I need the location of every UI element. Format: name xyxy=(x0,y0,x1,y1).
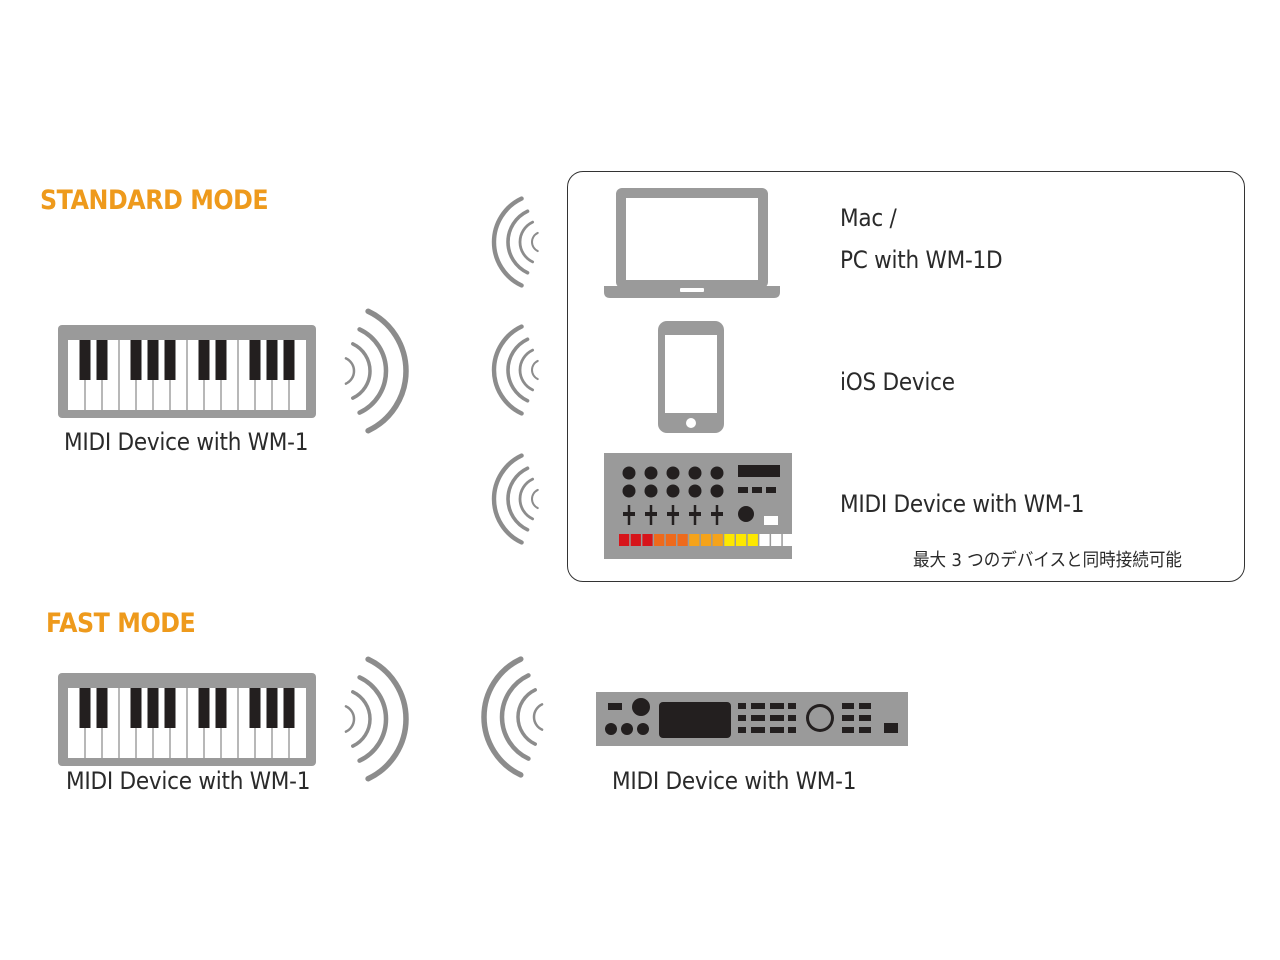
wireless-signal-icon xyxy=(486,452,546,547)
wireless-signal-icon xyxy=(340,656,420,782)
ios-device-label: iOS Device xyxy=(840,368,955,396)
fast-mode-title: FAST MODE xyxy=(46,608,196,639)
smartphone-icon xyxy=(658,321,724,433)
standard-mode-title: STANDARD MODE xyxy=(40,185,269,216)
wireless-signal-icon xyxy=(486,323,546,418)
target-devices-box xyxy=(567,171,1245,582)
mac-pc-label-line1: Mac / xyxy=(840,204,897,232)
wireless-signal-icon xyxy=(486,195,546,290)
fast-midi-target-label: MIDI Device with WM-1 xyxy=(612,767,857,795)
wireless-signal-icon xyxy=(340,308,420,434)
keyboard-icon xyxy=(58,673,316,766)
wireless-signal-icon xyxy=(478,656,550,778)
laptop-icon xyxy=(604,186,780,300)
drum-machine-icon xyxy=(604,453,805,559)
standard-midi-target-label: MIDI Device with WM-1 xyxy=(840,490,1085,518)
mac-pc-label-line2: PC with WM-1D xyxy=(840,246,1003,274)
standard-source-label: MIDI Device with WM-1 xyxy=(64,428,309,456)
fast-source-label: MIDI Device with WM-1 xyxy=(66,767,311,795)
max-connections-note: 最大 3 つのデバイスと同時接続可能 xyxy=(913,550,1182,571)
keyboard-icon xyxy=(58,325,316,418)
rack-module-icon xyxy=(596,692,908,746)
